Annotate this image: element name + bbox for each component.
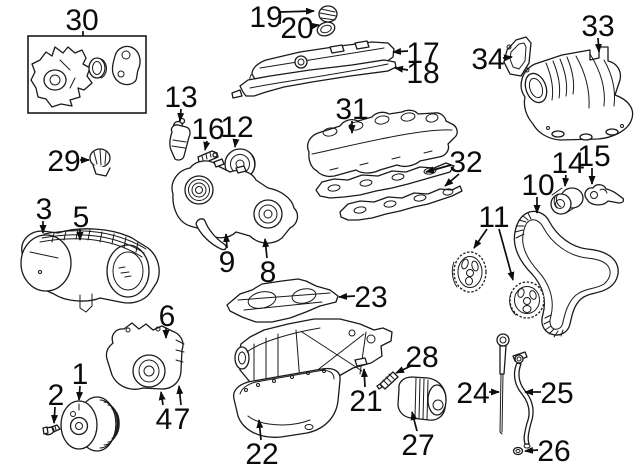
callout-12[interactable]: 12 xyxy=(220,111,253,144)
leader-line xyxy=(158,391,166,406)
leader-line xyxy=(392,47,409,55)
callout-7[interactable]: 7 xyxy=(174,403,191,436)
idler-pulley-drawing xyxy=(550,187,584,215)
pump-gasket-drawing xyxy=(111,45,141,86)
callout-32[interactable]: 32 xyxy=(449,146,482,179)
callout-9[interactable]: 9 xyxy=(219,246,236,279)
callout-28[interactable]: 28 xyxy=(405,341,438,374)
leader-line xyxy=(51,406,58,424)
leader-line xyxy=(425,164,452,174)
intake-plenum-drawing xyxy=(520,46,634,141)
belt-tensioner-drawing xyxy=(169,117,191,161)
pivot-stud-drawing xyxy=(197,150,219,164)
callout-29[interactable]: 29 xyxy=(47,145,80,178)
valve-cover-drawing xyxy=(249,40,395,83)
leader-line xyxy=(594,37,602,53)
callout-22[interactable]: 22 xyxy=(245,438,278,471)
callout-20[interactable]: 20 xyxy=(280,12,313,45)
callout-5[interactable]: 5 xyxy=(73,201,90,234)
callout-17[interactable]: 17 xyxy=(406,37,439,70)
filler-cap-gasket-drawing xyxy=(316,21,336,37)
baffle-plate-drawing xyxy=(226,278,339,323)
callout-2[interactable]: 2 xyxy=(48,379,65,412)
leader-line xyxy=(395,364,414,374)
cap-nut-drawing xyxy=(89,148,111,177)
timing-cover-2-drawing xyxy=(105,322,185,390)
callout-8[interactable]: 8 xyxy=(260,256,277,289)
callout-27[interactable]: 27 xyxy=(401,429,434,462)
callout-33[interactable]: 33 xyxy=(581,10,614,43)
leader-line xyxy=(360,368,368,388)
callout-1[interactable]: 1 xyxy=(72,358,89,391)
callout-31[interactable]: 31 xyxy=(335,93,368,126)
leader-line xyxy=(310,22,320,30)
callout-13[interactable]: 13 xyxy=(164,81,197,114)
leader-line xyxy=(444,173,460,187)
manifold-gasket-lower-drawing xyxy=(339,185,463,221)
intake-manifold-lower-drawing xyxy=(306,109,458,178)
leader-line xyxy=(232,138,240,148)
leader-line xyxy=(524,446,539,454)
callout-19[interactable]: 19 xyxy=(249,1,282,34)
filter-union-drawing xyxy=(376,371,399,390)
callout-24[interactable]: 24 xyxy=(456,377,489,410)
callout-30[interactable]: 30 xyxy=(65,4,98,37)
leader-line xyxy=(256,419,264,441)
leader-line xyxy=(562,174,570,187)
leader-line xyxy=(76,385,84,401)
leader-line xyxy=(279,7,315,15)
leader-line xyxy=(262,238,270,259)
pulley-bolt-drawing xyxy=(42,424,61,436)
tube-grommet-drawing xyxy=(512,446,524,456)
leader-lines xyxy=(27,7,602,454)
callout-3[interactable]: 3 xyxy=(36,193,53,226)
dipstick-drawing xyxy=(496,333,510,435)
callout-26[interactable]: 26 xyxy=(537,435,570,468)
idler-bracket-drawing xyxy=(584,184,625,206)
callout-21[interactable]: 21 xyxy=(349,385,382,418)
group-box-30 xyxy=(27,35,147,114)
oil-pump-kit-drawing xyxy=(30,45,141,108)
leader-line xyxy=(223,233,231,249)
callout-34[interactable]: 34 xyxy=(471,43,504,76)
camshaft-pulley-left-drawing xyxy=(451,251,487,293)
callout-23[interactable]: 23 xyxy=(354,281,387,314)
leader-line xyxy=(338,293,356,300)
leader-line xyxy=(473,228,488,249)
plenum-gasket-drawing xyxy=(503,36,532,77)
leader-line xyxy=(394,65,409,73)
leader-line xyxy=(410,411,418,432)
crankshaft-pulley-drawing xyxy=(60,396,120,452)
callout-10[interactable]: 10 xyxy=(521,169,554,202)
cover-gasket-drawing xyxy=(195,218,227,251)
oil-filler-cap-drawing xyxy=(316,5,338,37)
crank-seal-drawing xyxy=(88,57,106,79)
timing-cover-3-drawing xyxy=(171,158,299,251)
camshaft-pulley-right-drawing xyxy=(509,281,545,319)
leader-line xyxy=(502,54,513,62)
callout-14[interactable]: 14 xyxy=(551,147,584,180)
callout-16[interactable]: 16 xyxy=(191,113,224,146)
leader-line xyxy=(176,385,184,406)
part-drawings xyxy=(20,5,634,456)
callout-4[interactable]: 4 xyxy=(156,403,173,436)
callout-6[interactable]: 6 xyxy=(159,300,176,333)
timing-cover-1-drawing xyxy=(20,228,160,313)
callout-11[interactable]: 11 xyxy=(478,201,509,234)
timing-belt-drawing xyxy=(513,210,619,338)
leader-line xyxy=(177,108,185,122)
callout-25[interactable]: 25 xyxy=(540,377,573,410)
leader-line xyxy=(203,140,211,151)
dipstick-tube-drawing xyxy=(512,351,534,449)
callout-18[interactable]: 18 xyxy=(406,57,439,90)
callout-15[interactable]: 15 xyxy=(577,140,610,173)
oil-filter-drawing xyxy=(397,376,447,421)
leader-line xyxy=(498,228,515,281)
